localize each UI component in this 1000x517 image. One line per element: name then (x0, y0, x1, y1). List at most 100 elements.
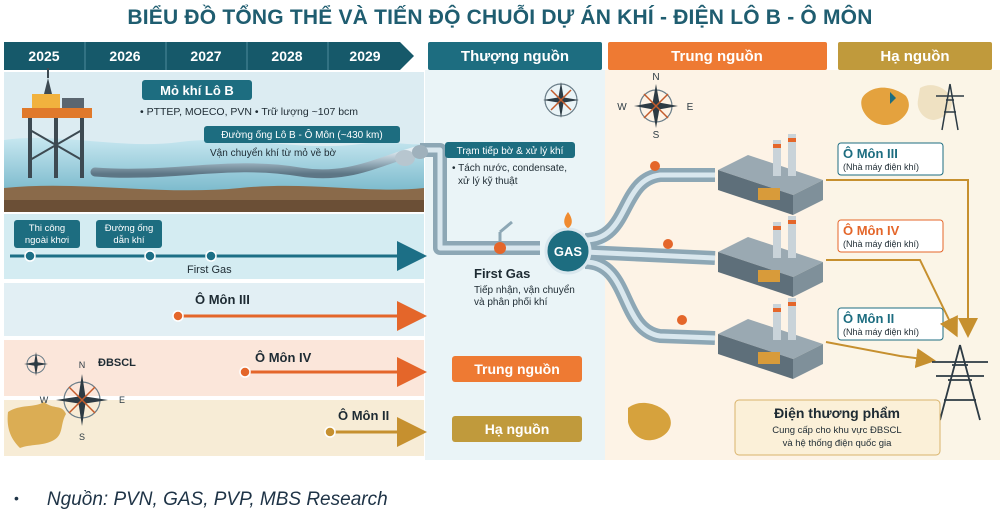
gas-hub-title: First Gas (474, 266, 530, 281)
gas-field-badge (142, 80, 252, 100)
milestone-dot (324, 426, 336, 438)
power-pylon-icon (936, 83, 964, 131)
onshore-station-title: Trạm tiếp bờ & xử lý khí (457, 145, 564, 157)
milestone-offshore: Thi công (29, 223, 65, 234)
plant-name: Ô Môn II (843, 311, 894, 326)
midstream-badge (452, 356, 582, 382)
midstream-header (608, 42, 827, 70)
milestone-omon4: Ô Môn IV (255, 350, 312, 365)
compass-west: W (40, 395, 49, 405)
power-plant-icon (718, 298, 823, 379)
mekong-map-icon (628, 402, 671, 441)
offshore-platform-icon (22, 68, 92, 178)
milestone-omon3: Ô Môn III (195, 292, 250, 307)
compass-north: N (652, 72, 659, 83)
region-mekong-label: ĐBSCL (98, 357, 136, 369)
power-pylon-icon (932, 344, 988, 421)
onshore-station-line: xử lý kỹ thuật (458, 175, 518, 187)
milestone-omon2: Ô Môn II (338, 408, 389, 423)
milestone-dot (239, 366, 251, 378)
plant-desc: (Nhà máy điện khí) (843, 162, 919, 172)
mekong-map-icon (7, 402, 66, 448)
year-label: 2027 (190, 48, 221, 64)
valve-icon (650, 161, 660, 171)
downstream-header (838, 42, 992, 70)
page-title: BIỂU ĐỒ TỔNG THỂ VÀ TIẾN ĐỘ CHUỖI DỰ ÁN … (127, 6, 873, 29)
compass-icon (56, 374, 108, 426)
gas-field-title: Mỏ khí Lô B (160, 83, 234, 98)
power-output-line: và hệ thống điện quốc gia (783, 438, 893, 449)
plant-desc: (Nhà máy điện khí) (843, 327, 919, 337)
plant-label-box (837, 219, 944, 253)
downstream-badge (452, 416, 582, 442)
gas-hub (544, 227, 592, 275)
gas-hub-line: Tiếp nhận, vận chuyển (474, 284, 575, 296)
plant-name: Ô Môn III (843, 146, 898, 161)
year-label: 2026 (109, 48, 140, 64)
compass-east: E (119, 395, 125, 405)
mekong-map-icon (917, 85, 952, 120)
gas-hub-label: GAS (554, 244, 583, 259)
pipeline-detail: Vận chuyển khí từ mỏ về bờ (210, 147, 337, 159)
source-bullet: • (14, 490, 19, 506)
gas-power-diagram: 2025 2026 2027 2028 2029 Thượng nguồn Tr… (4, 42, 1000, 460)
plant-label-box (837, 142, 944, 176)
gas-hub-line: và phân phối khí (474, 296, 548, 308)
power-plant-icon (718, 134, 823, 215)
milestone-dot (144, 250, 156, 262)
compass-west: W (617, 102, 627, 113)
milestone-pipeline: Đường ống (105, 223, 154, 234)
downstream-badge-label: Hạ nguồn (485, 421, 550, 437)
source-note: • Nguồn: PVN, GAS, PVP, MBS Research (14, 489, 388, 511)
valve-icon (494, 220, 513, 254)
milestone-badge (14, 220, 80, 248)
compass-north: N (79, 360, 86, 370)
milestone-offshore: ngoài khơi (25, 235, 69, 246)
upstream-header-label: Thượng nguồn (461, 48, 569, 65)
distribution-pipes (584, 168, 716, 345)
timeline-band (4, 400, 424, 456)
compass-icon (543, 82, 579, 118)
power-plant-icon (718, 216, 823, 297)
milestone-badge (96, 220, 162, 248)
upstream-header (428, 42, 602, 70)
mekong-map-icon (861, 87, 909, 126)
pipeline-title: Đường ống Lô B - Ô Môn (~430 km) (221, 128, 382, 141)
midstream-header-label: Trung nguồn (671, 48, 763, 65)
compass-icon (24, 352, 48, 376)
timeline-band (4, 340, 424, 396)
compass-icon (634, 84, 678, 128)
timeline-bar (4, 42, 414, 70)
year-label: 2029 (349, 48, 380, 64)
power-flow-lines (825, 179, 978, 369)
milestone-first-gas: First Gas (187, 264, 232, 276)
plant-name: Ô Môn IV (843, 223, 900, 238)
milestone-dot (24, 250, 36, 262)
year-label: 2025 (28, 48, 59, 64)
onshore-station-badge (445, 142, 575, 158)
compass-south: S (653, 130, 660, 141)
milestone-dot (172, 310, 184, 322)
milestone-dot (205, 250, 217, 262)
valve-icon (677, 315, 687, 325)
timeline-band (4, 283, 424, 336)
valve-icon (663, 239, 673, 249)
compass-east: E (687, 102, 694, 113)
pipeline-badge (204, 126, 400, 143)
gas-field-detail: • PTTEP, MOECO, PVN • Trữ lượng ~107 bcm (140, 106, 358, 118)
milestone-pipeline: dẫn khí (113, 235, 145, 246)
downstream-header-label: Hạ nguồn (880, 48, 949, 65)
compass-south: S (79, 432, 85, 442)
plant-desc: (Nhà máy điện khí) (843, 239, 919, 249)
power-output-line: Cung cấp cho khu vực ĐBSCL (772, 425, 901, 436)
downstream-column (830, 70, 1000, 460)
power-output-title: Điện thương phẩm (774, 405, 900, 421)
storage-tank-icon (395, 145, 428, 166)
power-output-box (734, 399, 941, 456)
year-label: 2028 (271, 48, 302, 64)
source-text: Nguồn: PVN, GAS, PVP, MBS Research (46, 489, 388, 510)
midstream-badge-label: Trung nguồn (474, 361, 560, 377)
onshore-station-line: • Tách nước, condensate, (452, 163, 567, 174)
subsea-pipeline (90, 145, 425, 179)
flame-icon (564, 212, 572, 228)
